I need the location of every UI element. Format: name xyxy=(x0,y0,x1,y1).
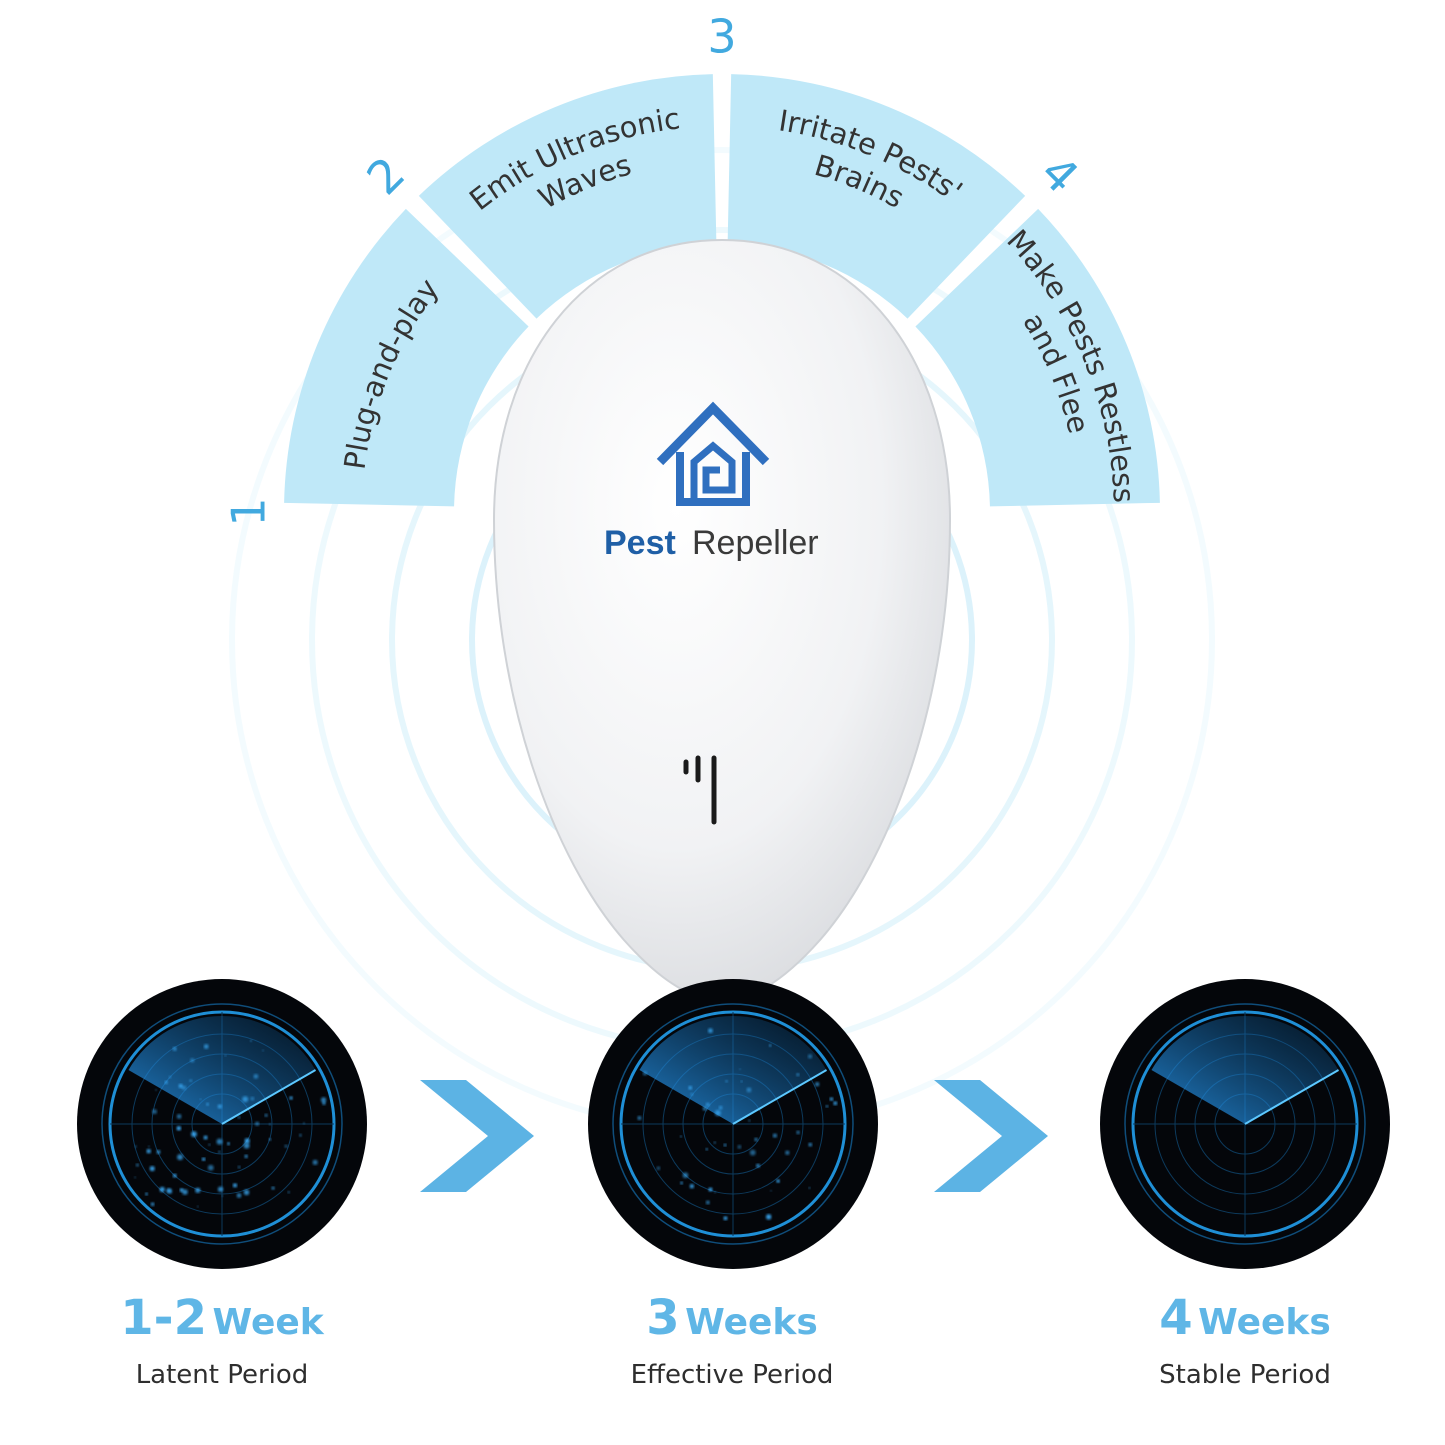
radar-icon xyxy=(588,979,878,1269)
arc-segment-3 xyxy=(727,74,1026,319)
step-number-4: 4 xyxy=(1030,145,1089,204)
radar-icon xyxy=(1100,979,1390,1269)
pest-repeller-device: Pest Repeller xyxy=(492,238,952,1002)
period-duration: 1-2 Week xyxy=(120,1290,324,1346)
arc-segment-1 xyxy=(284,208,529,507)
radar-icon xyxy=(77,979,367,1269)
chevron-right-icon xyxy=(934,1080,1048,1192)
period-1: 1-2 Week Latent Period xyxy=(52,1290,392,1390)
arc-segment-4 xyxy=(915,208,1160,507)
arc-segment-2 xyxy=(418,74,717,319)
sound-slot-icon xyxy=(683,755,717,825)
step-number-3: 3 xyxy=(707,10,736,64)
period-duration: 3 Weeks xyxy=(646,1290,818,1346)
step-number-1: 1 xyxy=(222,497,276,526)
brand-name-part2: Repeller xyxy=(692,524,819,562)
period-duration: 4 Weeks xyxy=(1159,1290,1331,1346)
house-icon xyxy=(656,401,770,506)
progress-arrows xyxy=(420,1080,1048,1192)
period-label: Latent Period xyxy=(135,1360,309,1390)
period-2: 3 Weeks Effective Period xyxy=(562,1290,902,1390)
brand-name-part1: Pest xyxy=(604,524,676,562)
step-number-2: 2 xyxy=(356,146,415,205)
period-3: 4 Weeks Stable Period xyxy=(1075,1290,1415,1390)
radar-row xyxy=(77,979,1390,1269)
period-label: Stable Period xyxy=(1159,1360,1331,1390)
period-label: Effective Period xyxy=(630,1360,834,1390)
chevron-right-icon xyxy=(420,1080,534,1192)
device-body xyxy=(492,238,952,1002)
